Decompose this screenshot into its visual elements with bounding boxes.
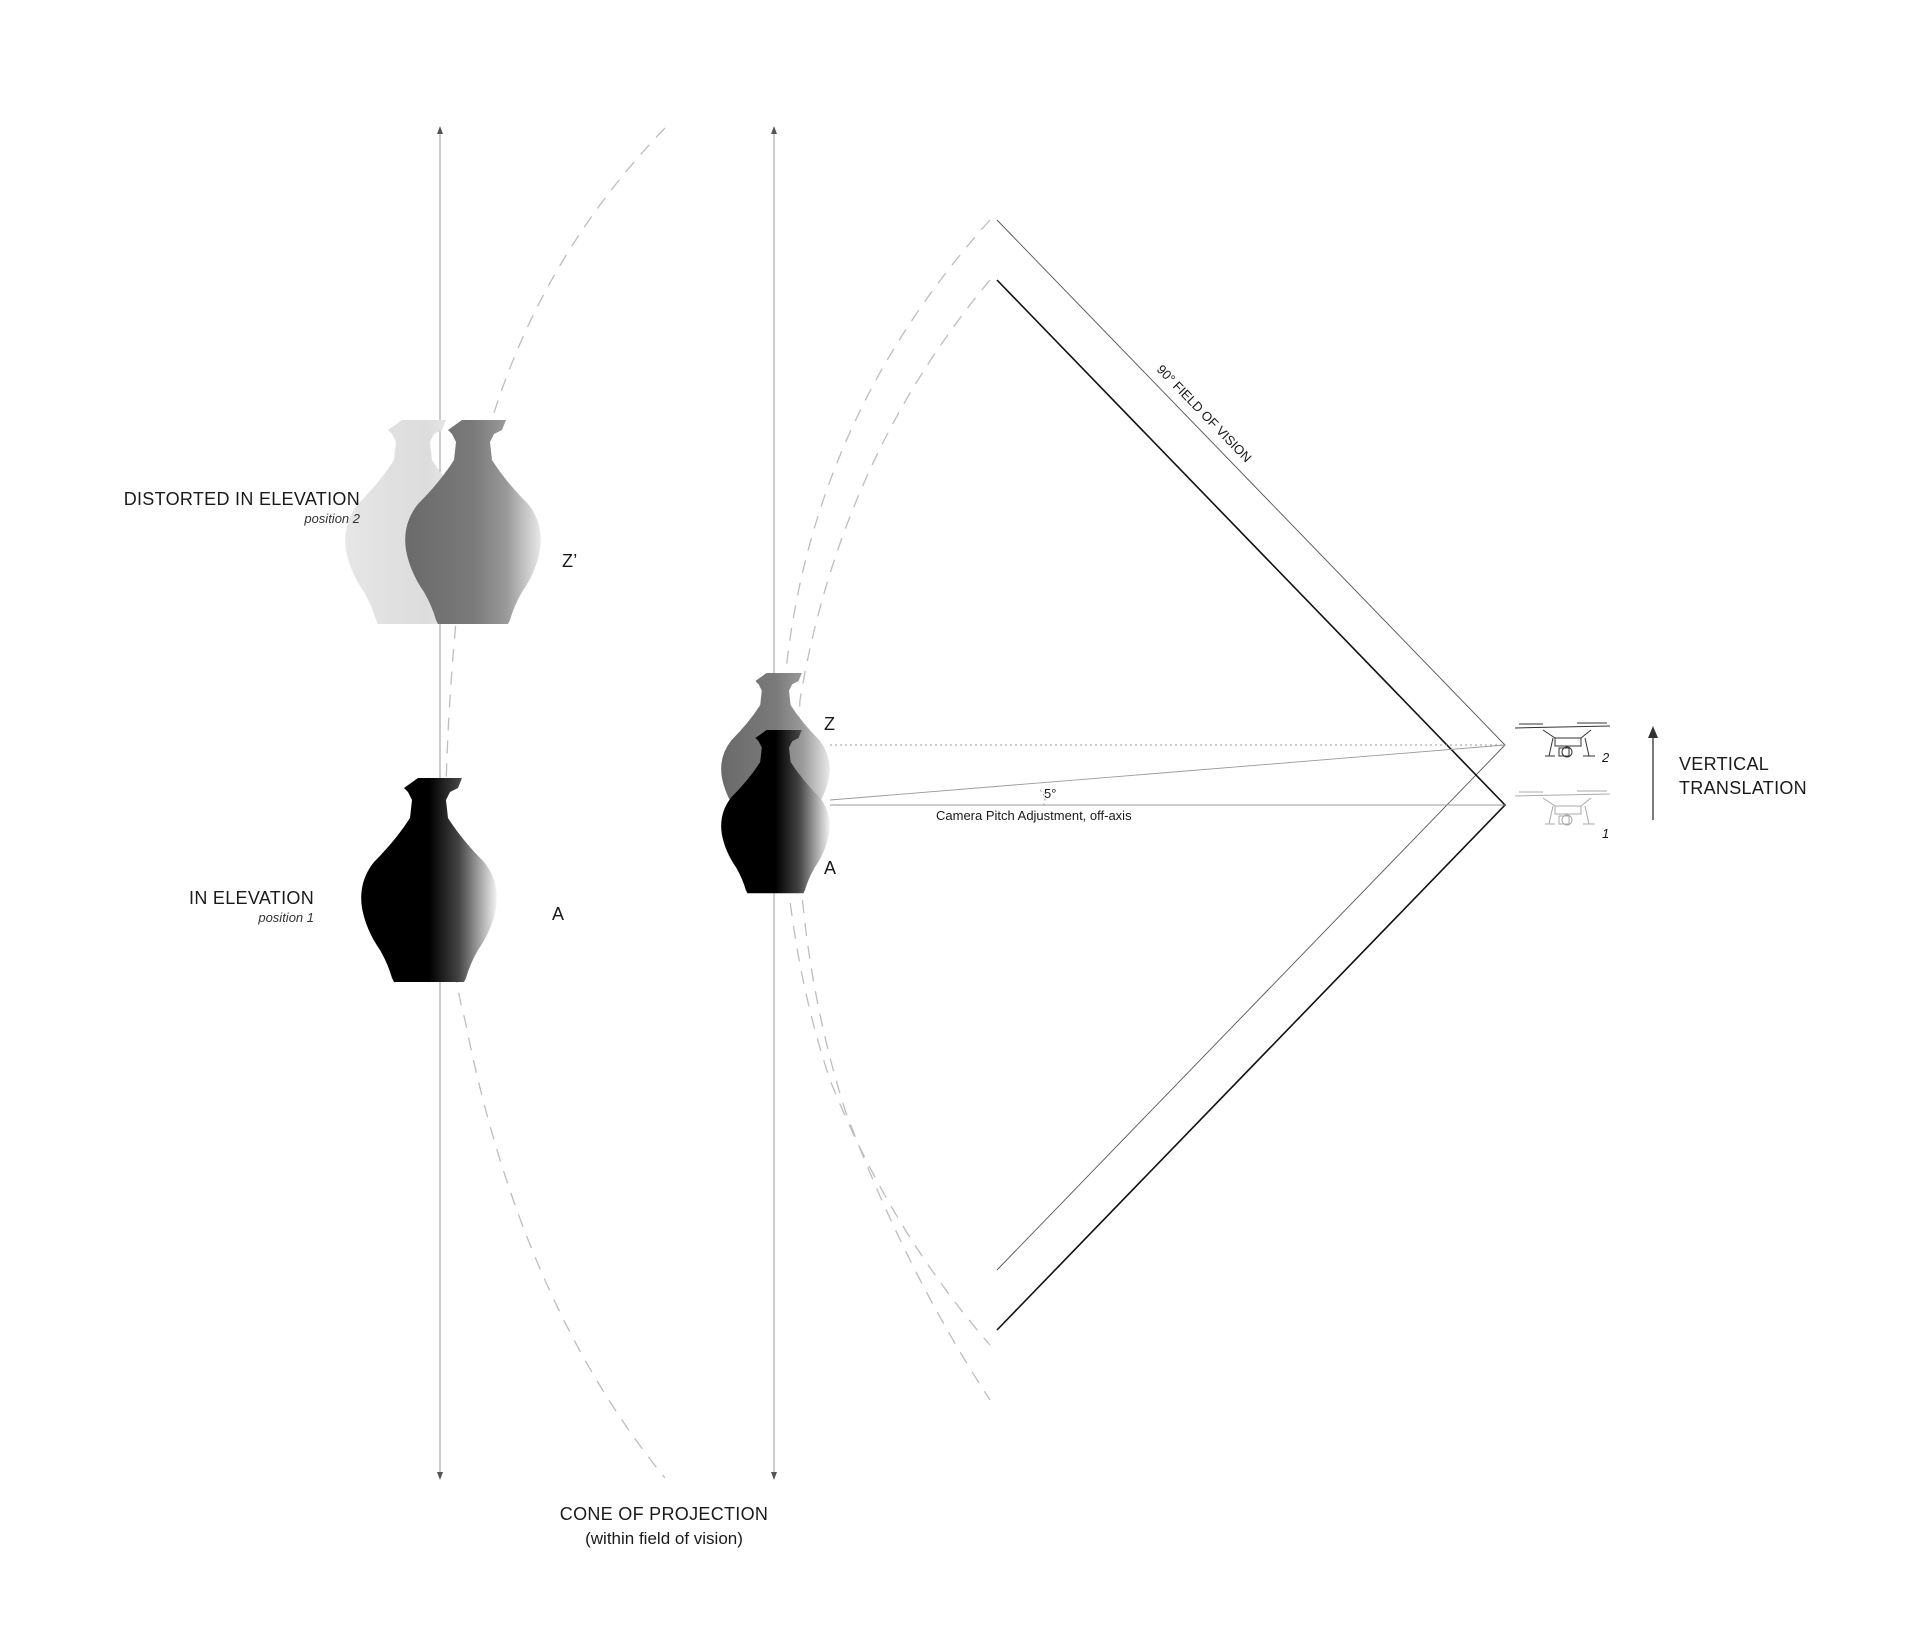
distorted-title: DISTORTED IN ELEVATION: [124, 489, 360, 509]
drone-1-number: 1: [1602, 826, 1609, 841]
drone-2-number: 2: [1601, 750, 1610, 765]
distorted-subtitle: position 2: [303, 511, 360, 526]
a-left-label: A: [552, 904, 564, 924]
fov-label: 90° FIELD OF VISION: [1154, 362, 1255, 466]
elevation-vase-dark: [361, 778, 497, 982]
vertical-label-line2: TRANSLATION: [1679, 778, 1807, 798]
drone-position-1-icon: [1514, 790, 1611, 826]
camera-rays: [829, 744, 1506, 807]
pitch-label: Camera Pitch Adjustment, off-axis: [936, 808, 1132, 823]
vertical-label-line1: VERTICAL: [1679, 754, 1769, 774]
cone-title: CONE OF PROJECTION: [560, 1504, 768, 1524]
drone-position-2-icon: [1514, 722, 1611, 758]
vertical-translation-arrow: [1648, 726, 1658, 820]
elevation-subtitle: position 1: [257, 910, 314, 925]
a-center-label: A: [824, 858, 836, 878]
field-of-vision-cone: [996, 219, 1507, 1331]
angle-label: 5°: [1044, 786, 1056, 801]
projection-arcs: [444, 127, 991, 1479]
z-center-label: Z: [824, 714, 835, 734]
z-prime-label: Z’: [562, 551, 578, 571]
elevation-title: IN ELEVATION: [189, 888, 314, 908]
cone-subtitle: (within field of vision): [585, 1529, 743, 1548]
